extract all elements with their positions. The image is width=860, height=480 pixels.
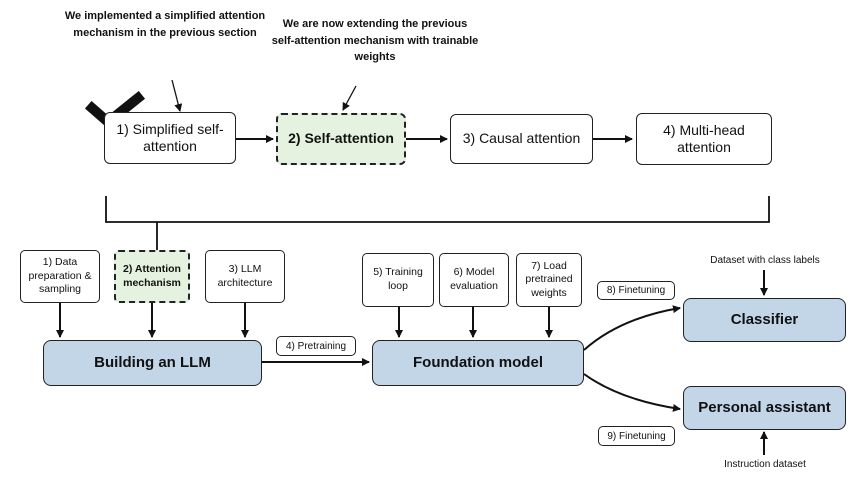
node-causal-attention: 3) Causal attention <box>450 114 593 164</box>
node-simplified-self-attention: 1) Simplified self-attention <box>104 112 236 164</box>
label-pretraining: 4) Pretraining <box>276 336 356 356</box>
node-building-an-llm: Building an LLM <box>43 340 262 386</box>
node-self-attention: 2) Self-attention <box>276 113 406 165</box>
node-foundation-model: Foundation model <box>372 340 584 386</box>
node-personal-assistant: Personal assistant <box>683 386 846 430</box>
step-attention-mechanism: 2) Attention mechanism <box>114 250 190 303</box>
label-instruction-dataset: Instruction dataset <box>724 459 806 470</box>
step-model-evaluation: 6) Model evaluation <box>439 253 509 307</box>
annotation-extending: We are now extending the previous self-a… <box>271 18 479 63</box>
label-finetuning-classifier: 8) Finetuning <box>597 281 675 300</box>
step-llm-architecture: 3) LLM architecture <box>205 250 285 303</box>
node-classifier: Classifier <box>683 298 846 342</box>
label-class-dataset: Dataset with class labels <box>710 255 820 266</box>
arrow-foundation-to-classifier <box>583 305 681 351</box>
node-multi-head-attention: 4) Multi-head attention <box>636 113 772 165</box>
annotation-pointer-implemented <box>171 79 183 112</box>
step-data-preparation: 1) Data preparation & sampling <box>20 250 100 303</box>
label-finetuning-assistant: 9) Finetuning <box>598 426 675 446</box>
annotation-implemented: We implemented a simplified attention me… <box>64 10 266 39</box>
arrow-foundation-to-assistant <box>583 373 681 412</box>
annotation-pointer-extending <box>342 85 357 111</box>
step-load-pretrained-weights: 7) Load pretrained weights <box>516 253 582 307</box>
step-training-loop: 5) Training loop <box>362 253 434 307</box>
bracket <box>105 196 770 250</box>
